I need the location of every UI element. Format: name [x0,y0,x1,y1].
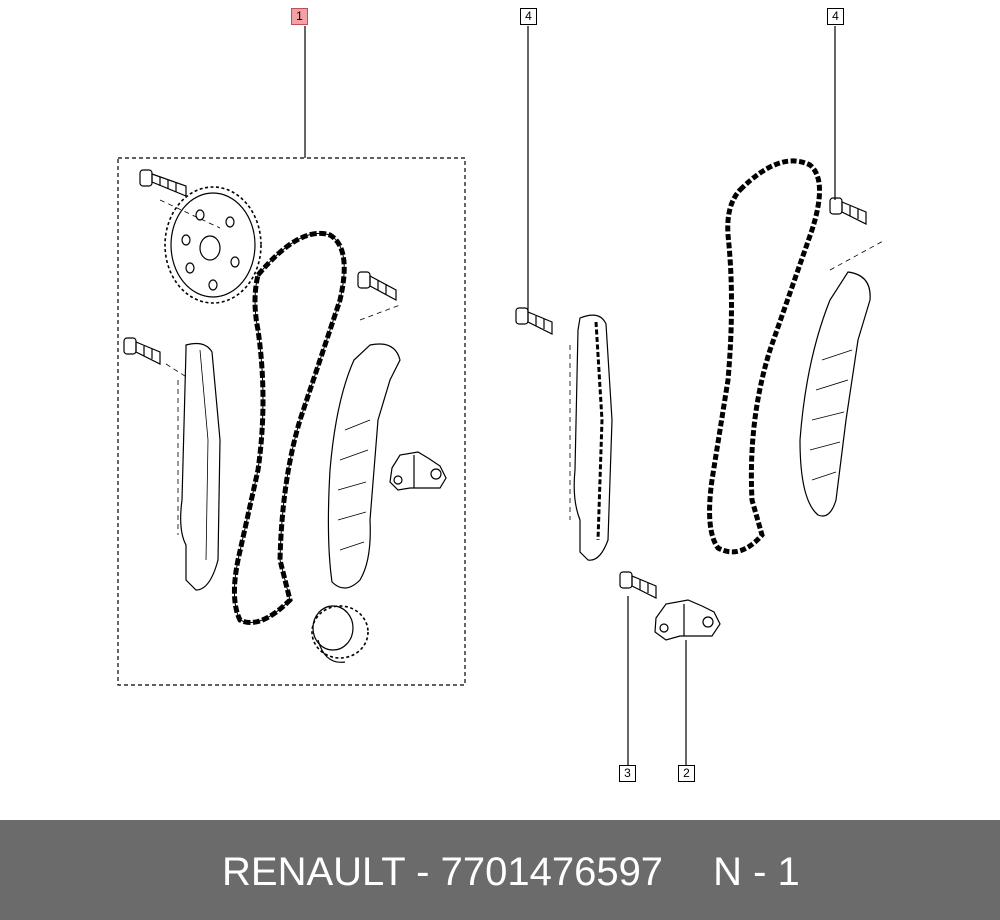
sprocket-bolt [139,169,221,229]
fixed-chain-guide [177,342,221,591]
tensioner-chain-guide [327,343,401,589]
callout-2: 2 [678,765,695,782]
timing-chain [232,230,347,625]
footer-text: RENAULT - 7701476597 N - 1 [222,850,800,894]
chain-tensioner-kit [389,451,447,491]
lower-guide-bolt [123,337,189,379]
timing-chain-separate [707,158,823,555]
guide-bolt-separate [515,307,553,335]
camshaft-sprocket [164,186,262,304]
footer-part-number: 7701476597 [440,850,664,894]
footer-suffix: N - 1 [713,850,800,894]
crankshaft-sprocket [311,605,369,663]
kit-boundary-frame [117,157,466,686]
tensioner-guide-bolt-separate [829,197,867,225]
callout-3: 3 [619,765,636,782]
part-info-footer: RENAULT - 7701476597 N - 1 [0,820,1000,920]
callout-4-left: 4 [520,8,537,25]
callout-4-right: 4 [827,8,844,25]
fixed-chain-guide-separate [569,314,613,561]
footer-brand: RENAULT [222,850,406,894]
chain-tensioner [654,599,721,641]
timing-chain-exploded-diagram [117,26,886,765]
tensioner-chain-guide-separate [799,239,886,517]
upper-guide-bolt [357,271,401,321]
tensioner-bolt [619,571,657,599]
footer-separator: - [416,850,430,894]
callout-1: 1 [291,8,308,25]
